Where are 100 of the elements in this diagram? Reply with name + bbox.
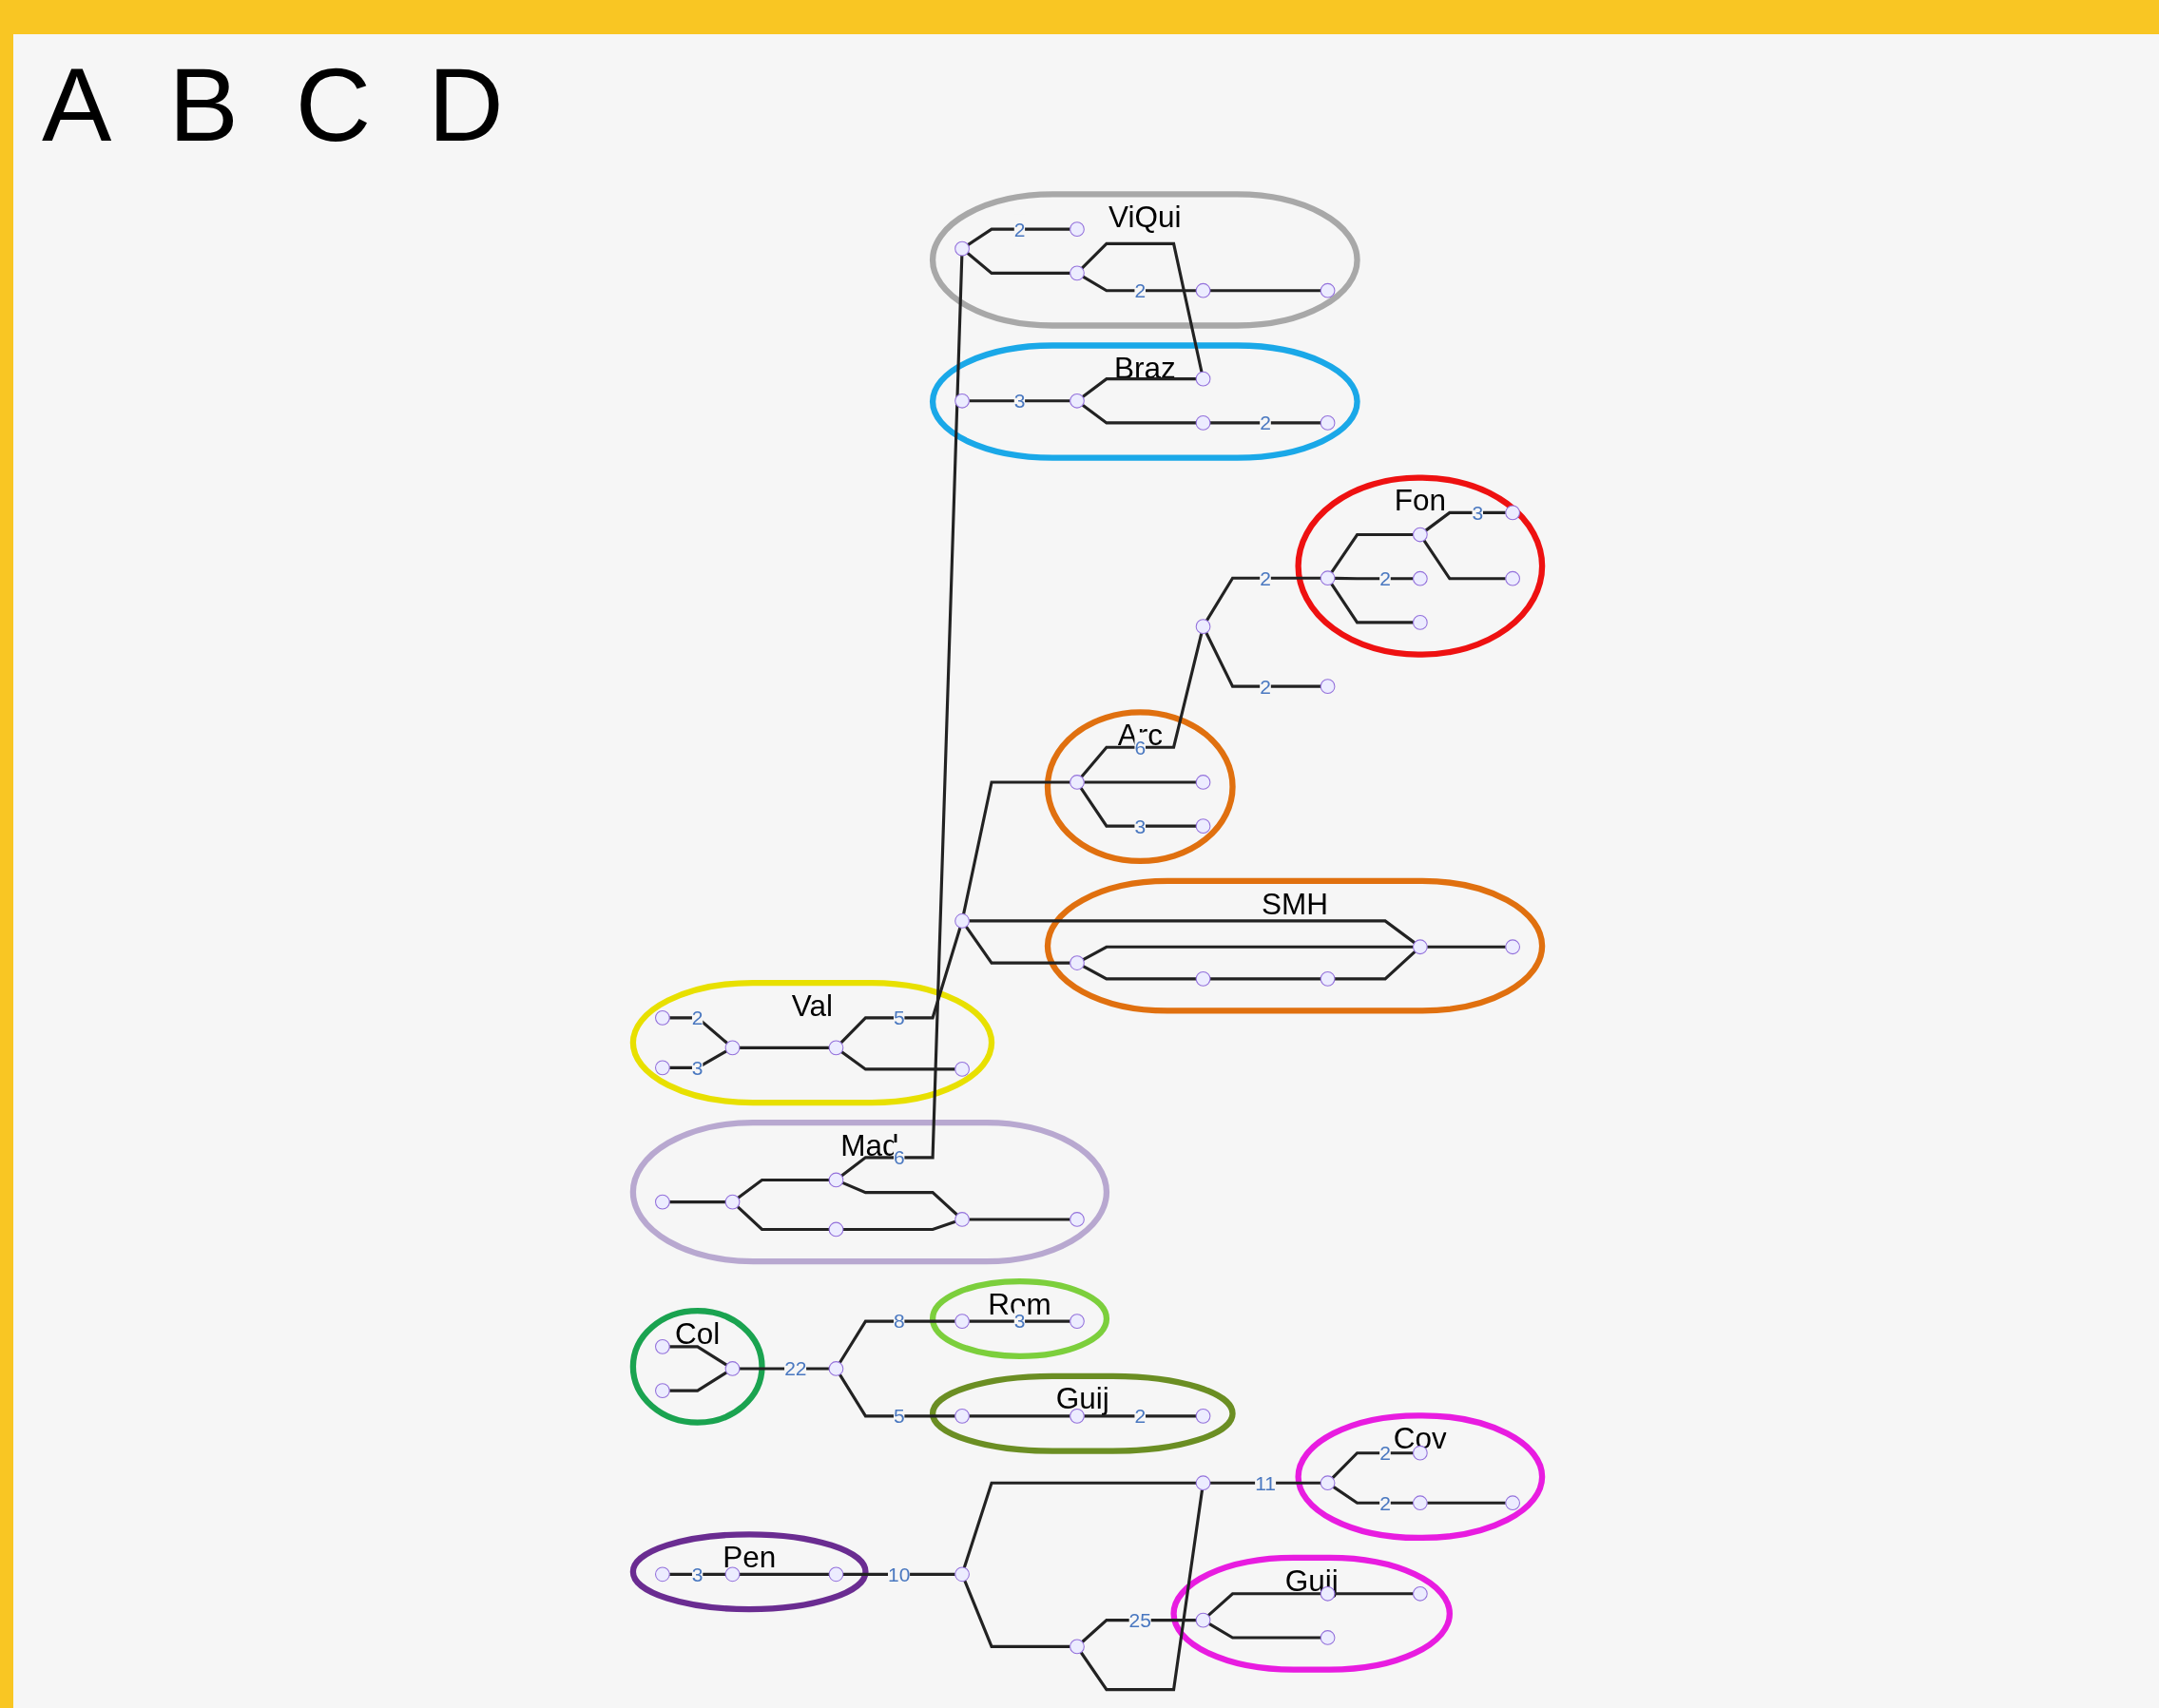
node-circle bbox=[954, 240, 970, 257]
edge-label: 3 bbox=[1013, 390, 1026, 413]
connector bbox=[969, 1414, 1070, 1418]
node-circle bbox=[828, 1566, 844, 1583]
connector bbox=[1082, 945, 1414, 961]
node-circle bbox=[1195, 1612, 1211, 1628]
node-circle bbox=[1412, 1585, 1428, 1602]
connector bbox=[1427, 1501, 1506, 1505]
node-circle bbox=[954, 1408, 970, 1424]
edge-label: 2 bbox=[1134, 1405, 1147, 1428]
edge-label: 3 bbox=[691, 1056, 704, 1079]
node-circle bbox=[724, 1194, 741, 1210]
connector bbox=[739, 1572, 830, 1576]
connector bbox=[1205, 576, 1321, 622]
node-circle bbox=[1195, 1408, 1211, 1424]
node-circle bbox=[1505, 570, 1520, 586]
connector bbox=[1084, 1414, 1197, 1418]
connector bbox=[1424, 510, 1506, 532]
connector bbox=[1080, 632, 1204, 778]
connector bbox=[1206, 1592, 1321, 1617]
node-circle bbox=[828, 1172, 844, 1188]
edge-label: 2 bbox=[1379, 1442, 1391, 1465]
node-circle bbox=[1070, 221, 1085, 238]
node-circle bbox=[954, 1314, 970, 1329]
node-circle bbox=[1412, 570, 1428, 586]
edge-label: 3 bbox=[1472, 501, 1484, 524]
connector bbox=[739, 1046, 830, 1049]
node-circle bbox=[1412, 615, 1428, 630]
node-circle bbox=[1070, 1639, 1085, 1655]
node-circle bbox=[1412, 527, 1428, 543]
node-circle bbox=[954, 1062, 970, 1077]
connector bbox=[965, 926, 1070, 965]
cluster: Col bbox=[629, 1307, 765, 1426]
node-circle bbox=[1320, 282, 1336, 298]
connector bbox=[1427, 945, 1506, 949]
node-circle bbox=[655, 1383, 670, 1398]
node-circle bbox=[1195, 1475, 1211, 1491]
connector bbox=[842, 1219, 956, 1232]
connector bbox=[669, 1200, 726, 1204]
connector bbox=[1209, 289, 1321, 293]
connector bbox=[1082, 275, 1197, 293]
panel-letter: D bbox=[428, 45, 504, 164]
node-circle bbox=[1320, 415, 1336, 431]
edge-label: 3 bbox=[1134, 815, 1147, 837]
edge-label: 5 bbox=[893, 1007, 905, 1029]
edge-label: 3 bbox=[691, 1563, 704, 1585]
node-circle bbox=[655, 1009, 670, 1026]
node-circle bbox=[1412, 1495, 1428, 1511]
connector bbox=[1082, 965, 1197, 981]
panel-letter: A bbox=[42, 45, 112, 164]
node-circle bbox=[655, 1060, 670, 1076]
connector bbox=[962, 780, 1070, 915]
edge-label: 11 bbox=[1255, 1471, 1276, 1494]
connector bbox=[1334, 576, 1414, 581]
node-circle bbox=[1195, 775, 1211, 790]
connector bbox=[1084, 780, 1197, 784]
connector bbox=[969, 1319, 1070, 1323]
node-circle bbox=[655, 1194, 670, 1210]
connector bbox=[1081, 377, 1197, 398]
connector bbox=[1334, 950, 1417, 981]
connector bbox=[1422, 539, 1506, 581]
node-circle bbox=[724, 1040, 741, 1056]
connector bbox=[1079, 787, 1197, 828]
edge-label: 2 bbox=[1013, 218, 1026, 240]
connector bbox=[1330, 532, 1414, 573]
connector bbox=[839, 927, 962, 1045]
node-circle bbox=[954, 1566, 970, 1583]
node-circle bbox=[1320, 1630, 1336, 1645]
node-circle bbox=[954, 393, 970, 409]
node-circle bbox=[724, 1361, 741, 1376]
edge-label: 2 bbox=[1134, 279, 1147, 302]
node-circle bbox=[1195, 971, 1211, 987]
node-circle bbox=[828, 1040, 844, 1056]
node-circle bbox=[1070, 1212, 1085, 1227]
node-circle bbox=[1412, 939, 1428, 955]
node-circle bbox=[1195, 619, 1211, 634]
node-circle bbox=[1320, 1475, 1336, 1491]
edge-label: 10 bbox=[888, 1563, 911, 1585]
node-circle bbox=[1070, 393, 1085, 409]
connector bbox=[1332, 1486, 1414, 1505]
node-circle bbox=[655, 1338, 670, 1354]
node-circle bbox=[1505, 505, 1520, 521]
node-circle bbox=[1195, 282, 1211, 298]
connector bbox=[1334, 1592, 1414, 1596]
cluster: SMH bbox=[1044, 877, 1546, 1014]
connector bbox=[840, 1050, 955, 1071]
connector bbox=[1208, 1622, 1321, 1640]
edge-label: 22 bbox=[784, 1357, 807, 1380]
node-circle bbox=[1505, 1495, 1520, 1511]
panel-letter: B bbox=[168, 45, 239, 164]
edge-label: 2 bbox=[1260, 675, 1271, 698]
connector bbox=[1205, 632, 1321, 688]
node-circle bbox=[1195, 818, 1211, 835]
edge-label: 2 bbox=[1379, 1491, 1391, 1514]
connector bbox=[669, 1345, 728, 1367]
node-circle bbox=[1320, 971, 1336, 987]
panel-letter: C bbox=[295, 45, 372, 164]
connector bbox=[841, 1180, 958, 1217]
connector bbox=[840, 255, 964, 1178]
edge-label: 2 bbox=[1260, 412, 1271, 434]
